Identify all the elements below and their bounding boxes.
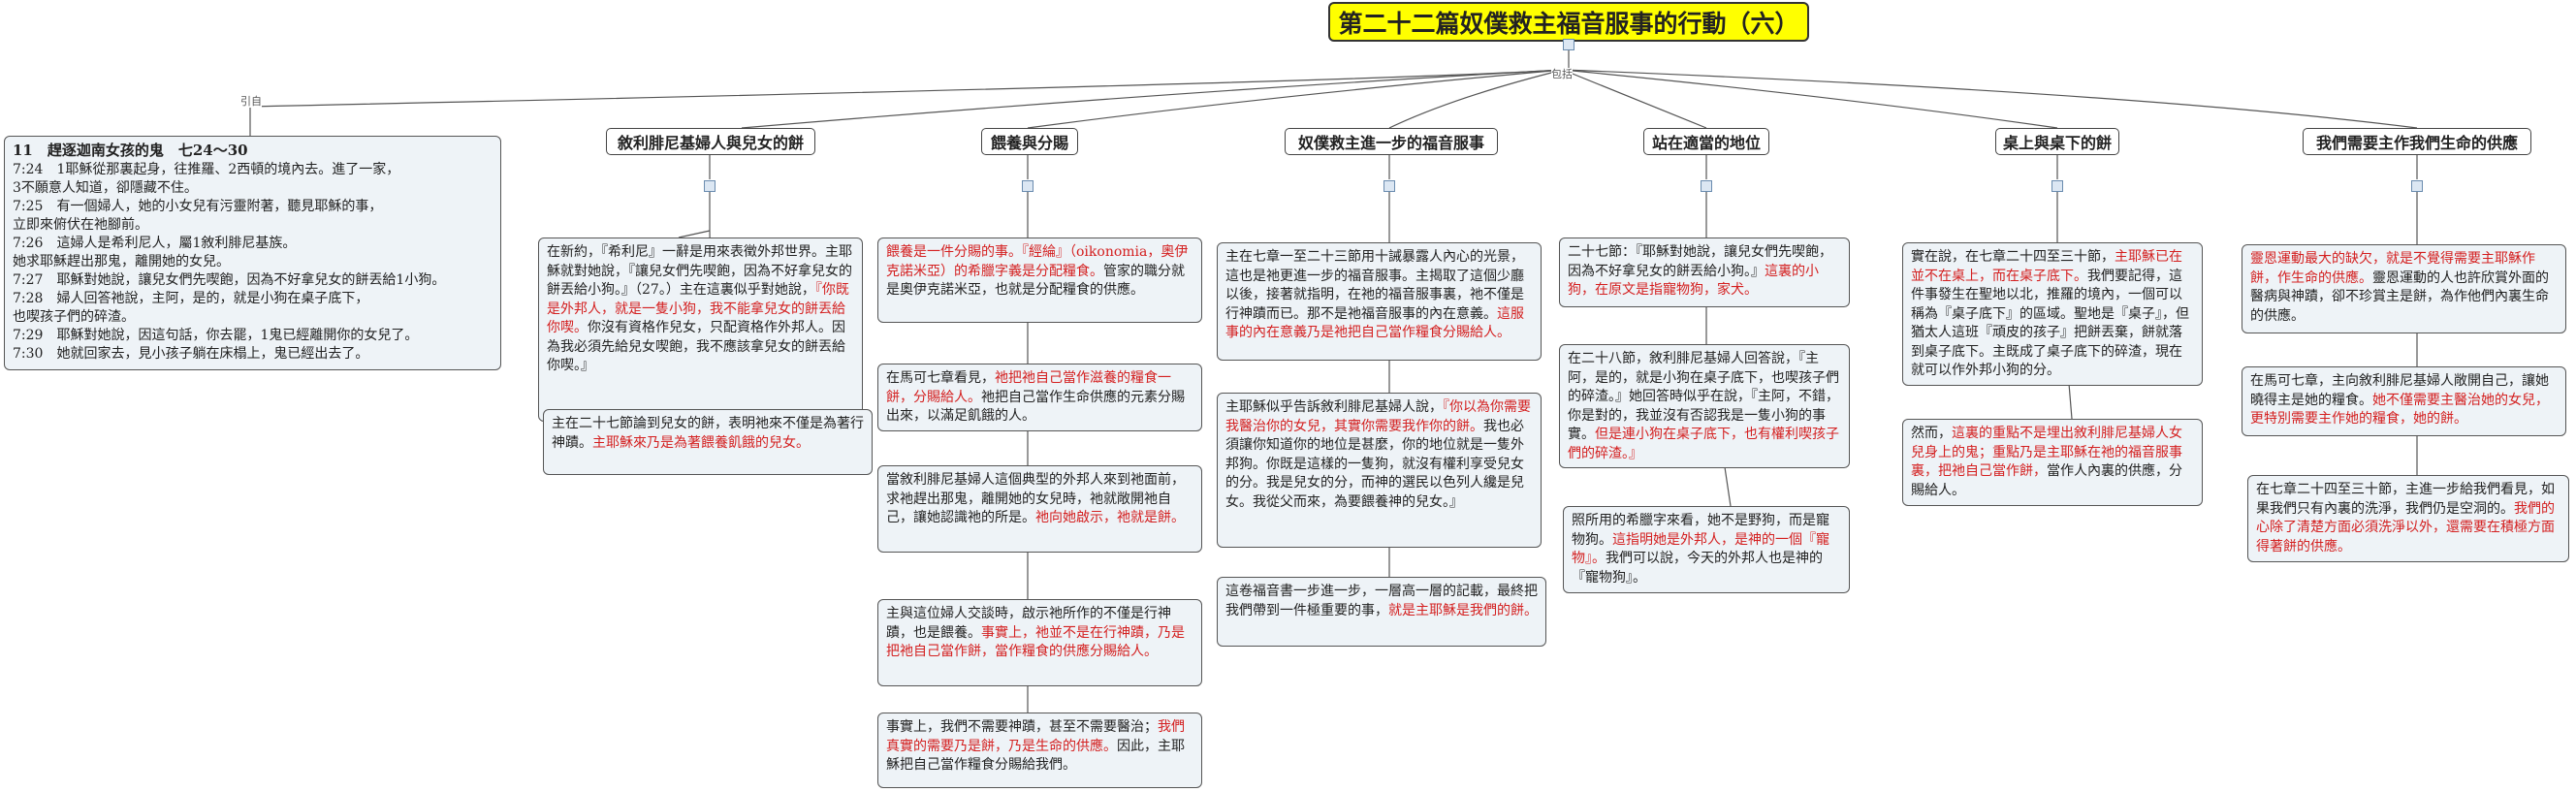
note-not-miracles[interactable]: 主與這位婦人交談時，啟示祂所作的不僅是行神蹟，也是餵養。事實上，祂並不是在行神蹟… (877, 599, 1202, 686)
note-text: 在新約，『希利尼』一辭是用來表徵外邦世界。主耶穌就對她說，『讓兒女們先喫飽，因為… (547, 244, 852, 298)
note-text: 主與這位婦人交談時，啟示祂所作的不僅是行神蹟，也是餵養。 (886, 606, 1171, 641)
note-text: 實在說，在七章二十四至三十節， (1911, 249, 2115, 265)
verse-line: 立即來俯伏在祂腳前。 (13, 217, 148, 233)
note-text: 在二十八節，敘利腓尼基婦人回答說，『主阿，是的，就是小狗在桌子底下，也喫孩子們的… (1568, 351, 1839, 442)
verse-line: 7:26 這婦人是希利尼人，屬1敘利腓尼基族。 (13, 236, 297, 251)
note-text: 在馬可七章，主向敘利腓尼基婦人敞開自己，讓她曉得主是她的糧食。 (2250, 373, 2549, 408)
note-need-me-as-bread[interactable]: 主耶穌似乎告訴敘利腓尼基婦人說，『你以為你需要我醫治你的女兒，其實你需要我作你的… (1217, 393, 1542, 548)
note-emphasis-text: 『你既是外邦人，就是一隻小狗，我不能拿兒女的餅丟給你喫。 (547, 282, 849, 335)
note-text: 因此，主耶穌把自己當作糧食分賜給我們。 (886, 738, 1185, 774)
connector-label-includes: 包括 (1551, 68, 1573, 80)
note-marker-icon (2411, 180, 2423, 192)
note-text: 管家的職分就是奧伊克諾米亞，也就是分配糧食的供應。 (886, 263, 1185, 299)
note-text: 事實上，我們不需要神蹟，甚至不需要醫治； (886, 719, 1158, 735)
verse-line: 7:29 耶穌對她說，因這句話，你去罷，1鬼已經離開你的女兒了。 (13, 328, 419, 343)
note-text: 然而， (1911, 426, 1952, 441)
verse-line: 她求耶穌趕出那鬼，離開她的女兒。 (13, 254, 230, 269)
note-emphasis-text: 事實上，祂並不是在行神蹟，乃是把祂自己當作餅，當作糧食的供應分賜給人。 (886, 624, 1185, 660)
note-emphasis-text: 『你以為你需要我醫治你的女兒，其實你需要我作你的餅。 (1225, 399, 1531, 434)
note-marker-icon (2051, 180, 2063, 192)
note-emphasis-text: 這服事的內在意義乃是祂把自己當作糧食分賜給人。 (1225, 305, 1524, 341)
note-marker-icon (1701, 180, 1712, 192)
note-little-dogs-pets[interactable]: 二十七節：『耶穌對她說，讓兒女們先喫飽，因為不好拿兒女的餅丟給小狗。』這裏的小狗… (1559, 238, 1850, 307)
verse-line: 也喫孩子們的碎渣。 (13, 309, 135, 325)
note-text: 靈恩運動的人也許欣賞外面的醫病與神蹟，卻不珍賞主是餅，為作他們內裏生命的供應。 (2250, 269, 2549, 324)
note-hellene-gentile[interactable]: 在新約，『希利尼』一辭是用來表徵外邦世界。主耶穌就對她說，『讓兒女們先喫飽，因為… (538, 238, 863, 422)
note-economy-dispensing[interactable]: 餵養是一件分賜的事。『經綸』（oikonomia，奧伊克諾米亞）的希臘字義是分配… (877, 238, 1202, 323)
note-emphasis-text: 餵養是一件分賜的事。『經綸』（oikonomia，奧伊克諾米亞）的希臘字義是分配… (886, 244, 1189, 279)
note-emphasis-text: 靈恩運動最大的缺欠，就是不覺得需要主耶穌作餅，作生命的供應。 (2250, 251, 2535, 286)
topic-need-christ-as-supply[interactable]: 我們需要主作我們生命的供應 (2303, 128, 2531, 155)
note-text: 在七章二十四至三十節，主進一步給我們看見，如果我們只有內裏的洗淨，我們仍是空洞的… (2256, 482, 2555, 517)
note-pentecostal-lack[interactable]: 靈恩運動最大的缺欠，就是不覺得需要主耶穌作餅，作生命的供應。靈恩運動的人也許欣賞… (2242, 244, 2566, 333)
note-marker-icon (1383, 180, 1395, 192)
note-emphasis-text: 就是主耶穌是我們的餅。 (1388, 602, 1538, 618)
note-emphasis-text: 這裏的小狗，在原文是指寵物狗，家犬。 (1568, 263, 1819, 299)
note-text: 在馬可七章看見， (886, 370, 995, 386)
verse-line: 7:25 有一個婦人，她的小女兒有污靈附著，聽見耶穌的事， (13, 199, 383, 214)
note-crumbs-right[interactable]: 在二十八節，敘利腓尼基婦人回答說，『主阿，是的，就是小狗在桌子底下，也喫孩子們的… (1559, 344, 1850, 468)
root-marker-icon (1563, 39, 1574, 50)
verse-line: 7:24 1耶穌從那裏起身，往推羅、2西頓的境內去。進了一家， (13, 162, 400, 177)
root-topic-title[interactable]: 第二十二篇奴僕救主福音服事的行動（六） (1328, 2, 1809, 42)
topic-feeding-dispensing[interactable]: 餵養與分賜 (981, 128, 1078, 155)
note-main-point[interactable]: 然而，這裏的重點不是埋出敘利腓尼基婦人女兒身上的鬼；重點乃是主耶穌在祂的福音服事… (1902, 419, 2203, 506)
note-emphasis-text: 祂向她啟示，祂就是餅。 (1035, 510, 1185, 525)
note-lord-is-our-bread[interactable]: 這卷福音書一步進一步，一層高一層的記載，最終把我們帶到一件極重要的事，就是主耶穌… (1217, 577, 1546, 647)
scripture-passage-note[interactable]: 11 趕逐迦南女孩的鬼 七24～30 7:24 1耶穌從那裏起身，往推羅、2西頓… (4, 136, 501, 370)
verse-line: 3不願意人知道，卻隱藏不住。 (13, 180, 198, 196)
note-marker-icon (704, 180, 716, 192)
note-opened-himself[interactable]: 在馬可七章，主向敘利腓尼基婦人敞開自己，讓她曉得主是她的糧食。她不僅需要主醫治她… (2242, 366, 2566, 436)
note-text: 我們要記得，這件事發生在聖地以北，推羅的境內，一個可以稱為『桌子底下』的區域。聖… (1911, 268, 2189, 379)
note-text: 二十七節：『耶穌對她說，讓兒女們先喫飽，因為不好拿兒女的餅丟給小狗。』 (1568, 244, 1832, 279)
note-text: 主在二十七節論到兒女的餅，表明祂來不僅是為著行神蹟。 (552, 416, 864, 451)
note-marker-icon (1022, 180, 1034, 192)
verse-line: 7:28 婦人回答祂說，主阿，是的，就是小狗在桌子底下， (13, 291, 369, 306)
note-emphasis-text: 我們真實的需要乃是餅，乃是生命的供應。 (886, 719, 1185, 754)
note-text: 主耶穌似乎告訴敘利腓尼基婦人說， (1225, 399, 1443, 415)
note-text: 照所用的希臘字來看，她不是野狗，而是寵物狗。 (1572, 513, 1829, 548)
note-emphasis-text: 這指明她是外邦人，是神的一個『寵物』。 (1572, 531, 1829, 567)
note-text: 我們可以說，今天的外邦人也是神的『寵物狗』。 (1572, 551, 1823, 586)
note-text: 我也必須讓你知道你的地位是甚麼，你的地位就是一隻外邦狗。你既是這樣的一隻狗，就沒… (1225, 418, 1524, 510)
note-positive-supply[interactable]: 在七章二十四至三十節，主進一步給我們看見，如果我們只有內裏的洗淨，我們仍是空洞的… (2247, 475, 2569, 562)
note-text: 當作人內裏的供應，分賜給人。 (1911, 463, 2182, 498)
note-text: 你沒有資格作兒女，只配資格作外邦人。因為我必須先給兒女喫飽，我不應該拿兒女的餅丟… (547, 320, 845, 373)
note-emphasis-text: 我們的心除了清楚方面必須洗淨以外，還需要在積極方面得著餅的供應。 (2256, 500, 2555, 554)
scripture-heading: 11 趕逐迦南女孩的鬼 七24～30 (13, 142, 248, 159)
verse-line: 7:30 她就回家去，見小孩子躺在床榻上，鬼已經出去了。 (13, 346, 369, 362)
topic-bread-on-under-table[interactable]: 桌上與桌下的餅 (1995, 128, 2119, 155)
topic-further-gospel-service[interactable]: 奴僕救主進一步的福音服事 (1285, 128, 1498, 155)
note-real-need-bread[interactable]: 事實上，我們不需要神蹟，甚至不需要醫治；我們真實的需要乃是餅，乃是生命的供應。因… (877, 713, 1202, 788)
note-text: 這卷福音書一步進一步，一層高一層的記載，最終把我們帶到一件極重要的事， (1225, 584, 1538, 618)
verse-line: 7:27 耶穌對她說，讓兒女們先喫飽，因為不好拿兒女的餅丟給1小狗。 (13, 272, 446, 288)
connector-label-quoted-from: 引自 (240, 95, 262, 108)
note-under-the-table[interactable]: 實在說，在七章二十四至三十節，主耶穌已在並不在桌上，而在桌子底下。我們要記得，這… (1902, 242, 2203, 386)
topic-syrophoenician-bread[interactable]: 敘利腓尼基婦人與兒女的餅 (606, 128, 815, 155)
note-text: 當敘利腓尼基婦人這個典型的外邦人來到祂面前，求祂趕出那鬼，離開她的女兒時，祂就敞… (886, 472, 1185, 525)
note-bread-dispensed[interactable]: 在馬可七章看見，祂把祂自己當作滋養的糧食一餅，分賜給人。祂把自己當作生命供應的元… (877, 364, 1202, 431)
topic-proper-position[interactable]: 站在適當的地位 (1643, 128, 1769, 155)
note-bread-of-children[interactable]: 主在二十七節論到兒女的餅，表明祂來不僅是為著行神蹟。主耶穌來乃是為著餵養飢餓的兒… (543, 409, 873, 475)
note-emphasis-text: 她不僅需要主醫治她的女兒，更特別需要主作她的糧食，她的餅。 (2250, 392, 2549, 428)
note-intrinsic-significance[interactable]: 主在七章一至二十三節用十誡暴露人內心的光景，這也是祂更進一步的福音服事。主揭取了… (1217, 242, 1542, 361)
note-gods-pet[interactable]: 照所用的希臘字來看，她不是野狗，而是寵物狗。這指明她是外邦人，是神的一個『寵物』… (1563, 506, 1850, 593)
note-emphasis-text: 主耶穌來乃是為著餵養飢餓的兒女。 (592, 434, 810, 451)
note-emphasis-text: 主耶穌已在並不在桌上，而在桌子底下。 (1911, 249, 2182, 284)
note-emphasis-text: 祂把祂自己當作滋養的糧食一餅，分賜給人。 (886, 370, 1171, 405)
note-emphasis-text: 這裏的重點不是埋出敘利腓尼基婦人女兒身上的鬼；重點乃是主耶穌在祂的福音服事裏，把… (1911, 426, 2182, 479)
note-text: 主在七章一至二十三節用十誡暴露人內心的光景，這也是祂更進一步的福音服事。主揭取了… (1225, 249, 1524, 322)
note-revealed-as-bread[interactable]: 當敘利腓尼基婦人這個典型的外邦人來到祂面前，求祂趕出那鬼，離開她的女兒時，祂就敞… (877, 465, 1202, 553)
note-text: 祂把自己當作生命供應的元素分賜出來，以滿足飢餓的人。 (886, 389, 1185, 425)
note-emphasis-text: 但是連小狗在桌子底下，也有權利喫孩子們的碎渣。』 (1568, 427, 1839, 461)
note-text: 在新約，『希利尼』一辭是用來表徵外邦世界。主耶穌就對她說，『讓兒女們先喫飽，因為… (547, 244, 852, 373)
